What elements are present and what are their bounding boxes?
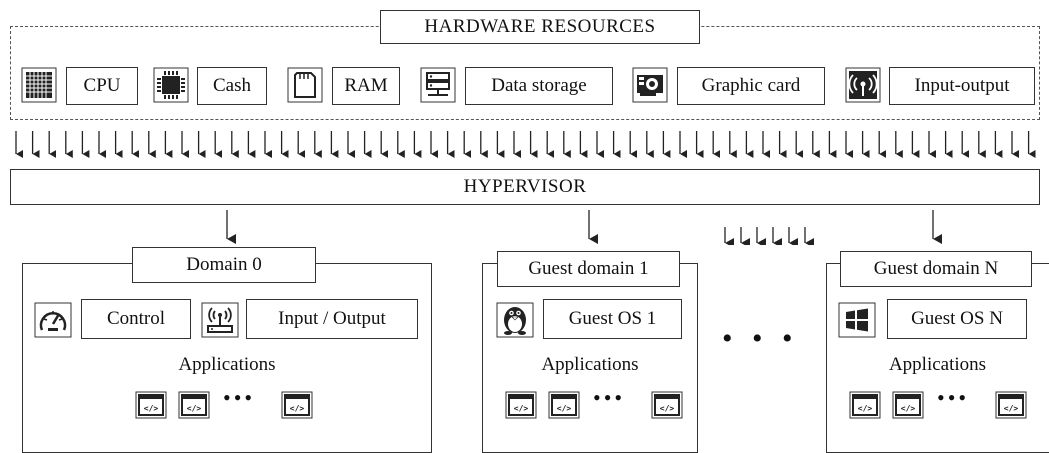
code-window-icon: </>	[995, 391, 1027, 419]
hardware-item-data-storage: Data storage	[465, 67, 613, 105]
hardware-item-input-output: Input-output	[889, 67, 1035, 105]
code-window-icon: </>	[849, 391, 881, 419]
hardware-resources-title: HARDWARE RESOURCES	[380, 10, 700, 44]
svg-text:</>: </>	[1004, 404, 1019, 413]
server-icon	[420, 67, 456, 103]
svg-text:</>: </>	[901, 404, 916, 413]
hardware-item-cpu: CPU	[66, 67, 138, 105]
domain-0-applications-label: Applications	[178, 354, 276, 375]
sd-card-icon	[287, 67, 323, 103]
linux-penguin-icon	[496, 302, 534, 338]
svg-text:</>: </>	[187, 404, 202, 413]
domain-0-item-control: Control	[81, 299, 191, 339]
svg-text:</>: </>	[557, 404, 572, 413]
domain-0-app-row: </> </> ••• </>	[135, 385, 335, 421]
hardware-item-cash: Cash	[197, 67, 267, 105]
app-ellipsis: •••	[593, 385, 626, 410]
guest-domain-n-item-os: Guest OS N	[887, 299, 1027, 339]
svg-text:</>: </>	[858, 404, 873, 413]
hardware-to-hypervisor-arrows	[15, 131, 1036, 158]
windows-logo-icon	[838, 302, 876, 338]
guest-domain-n-title: Guest domain N	[840, 251, 1032, 287]
code-window-icon: </>	[651, 391, 683, 419]
guest-domain-n-applications-label: Applications	[888, 354, 987, 375]
domain-0-item-input-output: Input / Output	[246, 299, 418, 339]
more-domains-ellipsis: • • •	[722, 322, 799, 355]
code-window-icon: </>	[548, 391, 580, 419]
code-window-icon: </>	[892, 391, 924, 419]
wireless-signal-icon	[845, 67, 881, 103]
graphics-card-icon	[632, 67, 668, 103]
domain-0-title: Domain 0	[132, 247, 316, 283]
guest-domain-1-applications-label: Applications	[541, 354, 639, 375]
svg-text:</>: </>	[514, 404, 529, 413]
svg-text:</>: </>	[290, 404, 305, 413]
router-icon	[201, 302, 239, 338]
app-ellipsis: •••	[223, 385, 256, 410]
code-window-icon: </>	[505, 391, 537, 419]
code-window-icon: </>	[135, 391, 167, 419]
guest-domain-1-app-row: </> </> ••• </>	[505, 385, 705, 421]
hardware-item-ram: RAM	[332, 67, 400, 105]
cpu-icon	[21, 67, 57, 103]
speedometer-icon	[34, 302, 72, 338]
guest-domain-1-item-os: Guest OS 1	[543, 299, 682, 339]
svg-text:</>: </>	[144, 404, 159, 413]
hypervisor-to-domains-arrows	[226, 210, 942, 245]
guest-domain-n-app-row: </> </> ••• </>	[849, 385, 1049, 421]
app-ellipsis: •••	[937, 385, 970, 410]
svg-text:</>: </>	[660, 404, 675, 413]
code-window-icon: </>	[281, 391, 313, 419]
hardware-item-graphic-card: Graphic card	[677, 67, 825, 105]
code-window-icon: </>	[178, 391, 210, 419]
guest-domain-1-title: Guest domain 1	[497, 251, 680, 287]
hypervisor-bar: HYPERVISOR	[10, 169, 1040, 205]
cache-chip-icon	[153, 67, 189, 103]
